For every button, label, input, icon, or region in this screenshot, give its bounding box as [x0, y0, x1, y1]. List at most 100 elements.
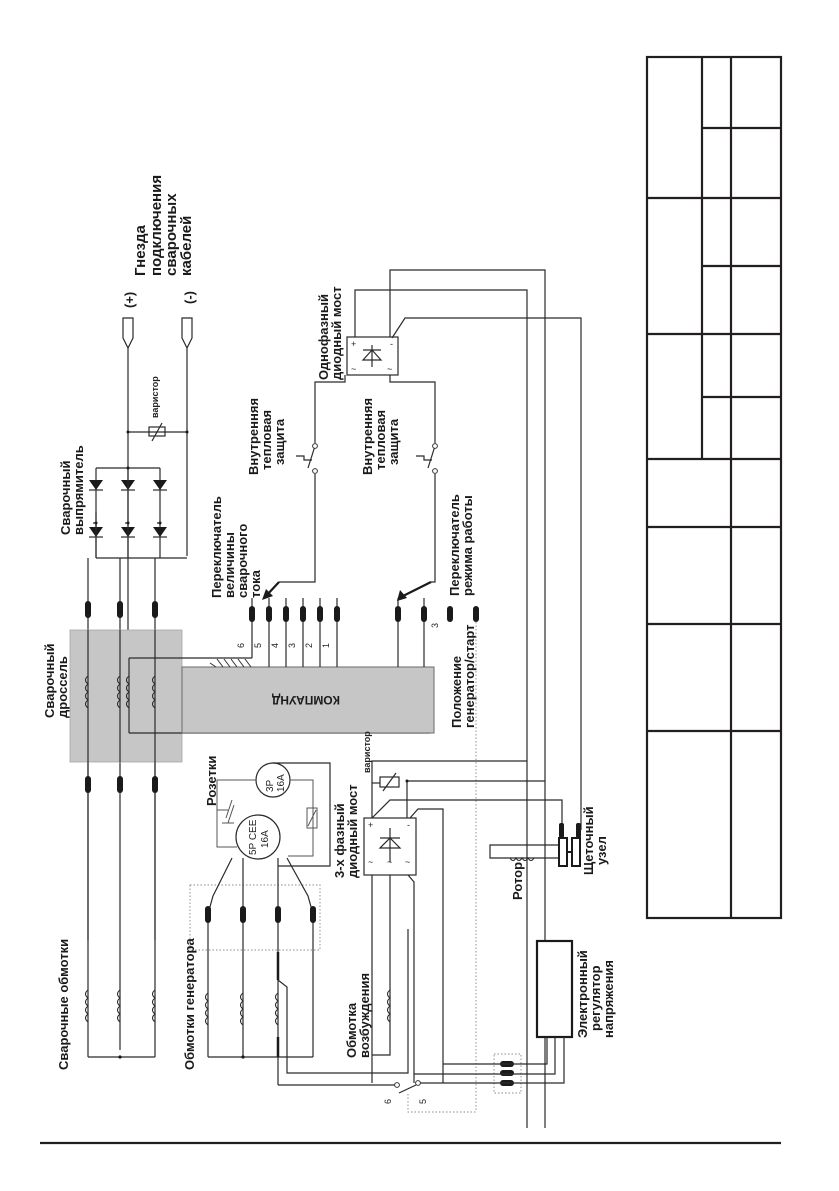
svg-text:Щеточный: Щеточный: [581, 806, 596, 875]
svg-text:Внутренняя: Внутренняя: [360, 398, 375, 475]
weld-socket-minus: [181, 317, 193, 556]
svg-text:16A: 16A: [260, 830, 271, 848]
svg-text:напряжения: напряжения: [601, 960, 616, 1038]
weld-rectifier: [89, 466, 187, 559]
thermal-protection-2: [389, 375, 438, 583]
svg-text:+: +: [351, 339, 356, 349]
svg-text:-: -: [390, 339, 393, 349]
thermal-protection-1-label: Внутренняя тепловая защита: [246, 398, 287, 475]
varistor-output: [126, 422, 189, 442]
socket-3p: 3P 16A: [255, 762, 291, 798]
svg-text:Обмотка: Обмотка: [344, 1002, 359, 1058]
svg-text:~: ~: [368, 857, 373, 867]
single-phase-bridge: + - ~ ~: [346, 269, 582, 1128]
svg-text:+: +: [368, 820, 373, 830]
varistor-top-label: варистор: [150, 376, 160, 418]
svg-text:Переключатель: Переключатель: [209, 496, 224, 598]
svg-text:выпрямитель: выпрямитель: [71, 445, 86, 535]
mode-switch-label: Переключатель режима работы: [447, 494, 475, 596]
svg-text:режима работы: режима работы: [460, 495, 475, 596]
svg-text:сварочных: сварочных: [163, 193, 180, 276]
svg-text:Сварочный: Сварочный: [42, 644, 57, 719]
rotor-label: Ротор: [510, 862, 525, 900]
gen-start-position-label: Положение генератор/старт: [449, 624, 477, 728]
voltage-regulator-box: [535, 939, 574, 1039]
three-phase-bridge: + - ~ ~ ~: [363, 760, 563, 1083]
svg-text:6: 6: [236, 643, 246, 648]
svg-text:~: ~: [351, 364, 356, 374]
svg-text:сварочного: сварочного: [235, 524, 250, 598]
svg-text:возбуждения: возбуждения: [357, 973, 372, 1058]
svg-text:защита: защита: [386, 418, 401, 465]
thermal-protection-2-label: Внутренняя тепловая защита: [360, 398, 401, 475]
mode-switch-arrow: [397, 581, 432, 601]
weld-sockets-label: Гнезда подключения сварочных кабелей: [132, 175, 195, 276]
varistor-bottom-label: варистор: [362, 731, 372, 773]
brush-assembly-label: Щеточный узел: [581, 806, 609, 875]
svg-text:тока: тока: [248, 569, 263, 598]
svg-text:тепловая: тепловая: [259, 410, 274, 470]
gen-connector-box: [189, 884, 321, 951]
svg-text:диодный мост: диодный мост: [345, 784, 360, 878]
minus-terminal-label: (-): [182, 291, 197, 304]
svg-text:Сварочный: Сварочный: [58, 461, 73, 536]
svg-text:2: 2: [304, 643, 314, 648]
varistor-bridge: [379, 772, 409, 818]
regulator-connectors: [414, 1037, 565, 1086]
svg-text:подключения: подключения: [148, 175, 165, 276]
socket-5p-cee: 5P CEE 16A: [235, 814, 281, 860]
excitation-winding-label: Обмотка возбуждения: [344, 973, 372, 1058]
switch-pos-6-label: 6: [383, 1099, 393, 1104]
generator-windings: [204, 857, 409, 1085]
svg-text:3-х фазный: 3-х фазный: [332, 803, 347, 878]
weld-choke-label: Сварочный дроссель: [42, 644, 70, 719]
svg-text:Электронный: Электронный: [575, 950, 590, 1038]
weld-windings-label: Сварочные обмотки: [56, 939, 71, 1070]
svg-text:Положение: Положение: [449, 656, 464, 728]
svg-text:3: 3: [287, 643, 297, 648]
gen-windings-label: Обмотки генератора: [182, 938, 197, 1070]
svg-text:5: 5: [253, 643, 263, 648]
gen-start-switch: [278, 1080, 476, 1113]
svg-text:защита: защита: [272, 418, 287, 465]
svg-text:диодный мост: диодный мост: [329, 286, 344, 380]
svg-text:-: -: [407, 820, 410, 830]
weld-windings: [84, 762, 158, 1059]
compound-block: [181, 666, 435, 734]
current-switch-arrow: [262, 581, 280, 600]
svg-text:регулятор: регулятор: [588, 965, 603, 1031]
svg-text:тепловая: тепловая: [373, 410, 388, 470]
plus-terminal-label: (+): [122, 292, 137, 308]
svg-text:4: 4: [270, 643, 280, 648]
rotor: [489, 844, 559, 862]
brush-assembly: [558, 823, 581, 867]
svg-text:~: ~: [405, 857, 410, 867]
svg-text:~: ~: [387, 364, 392, 374]
voltage-regulator-label: Электронный регулятор напряжения: [575, 950, 616, 1038]
svg-text:1: 1: [321, 643, 331, 648]
thermal-protection-1: [279, 375, 346, 583]
svg-text:3P: 3P: [265, 779, 276, 792]
weld-rectifier-label: Сварочный выпрямитель: [58, 445, 86, 535]
sockets-label: Розетки: [204, 756, 219, 806]
single-phase-bridge-label: Однофазный диодный мост: [316, 286, 344, 380]
tap-numbers: 6 5 4 3 2 1 3: [236, 623, 440, 648]
svg-text:Однофазный: Однофазный: [316, 294, 331, 380]
svg-text:3: 3: [430, 623, 440, 628]
svg-text:5P CEE: 5P CEE: [248, 819, 259, 855]
compound-taps: [249, 598, 479, 667]
svg-text:дроссель: дроссель: [55, 656, 70, 718]
switch-pos-5-label: 5: [418, 1099, 428, 1104]
current-switch-label: Переключатель величины сварочного тока: [209, 496, 263, 598]
svg-text:величины: величины: [222, 532, 237, 598]
svg-text:16A: 16A: [276, 774, 287, 792]
title-block-table: [645, 55, 783, 920]
svg-text:генератор/старт: генератор/старт: [462, 624, 477, 728]
svg-text:кабелей: кабелей: [178, 216, 195, 276]
svg-text:узел: узел: [594, 836, 609, 865]
compound-hatch: [209, 658, 252, 668]
svg-text:Переключатель: Переключатель: [447, 494, 462, 596]
excitation-winding: [372, 989, 391, 1056]
svg-text:Внутренняя: Внутренняя: [246, 398, 261, 475]
